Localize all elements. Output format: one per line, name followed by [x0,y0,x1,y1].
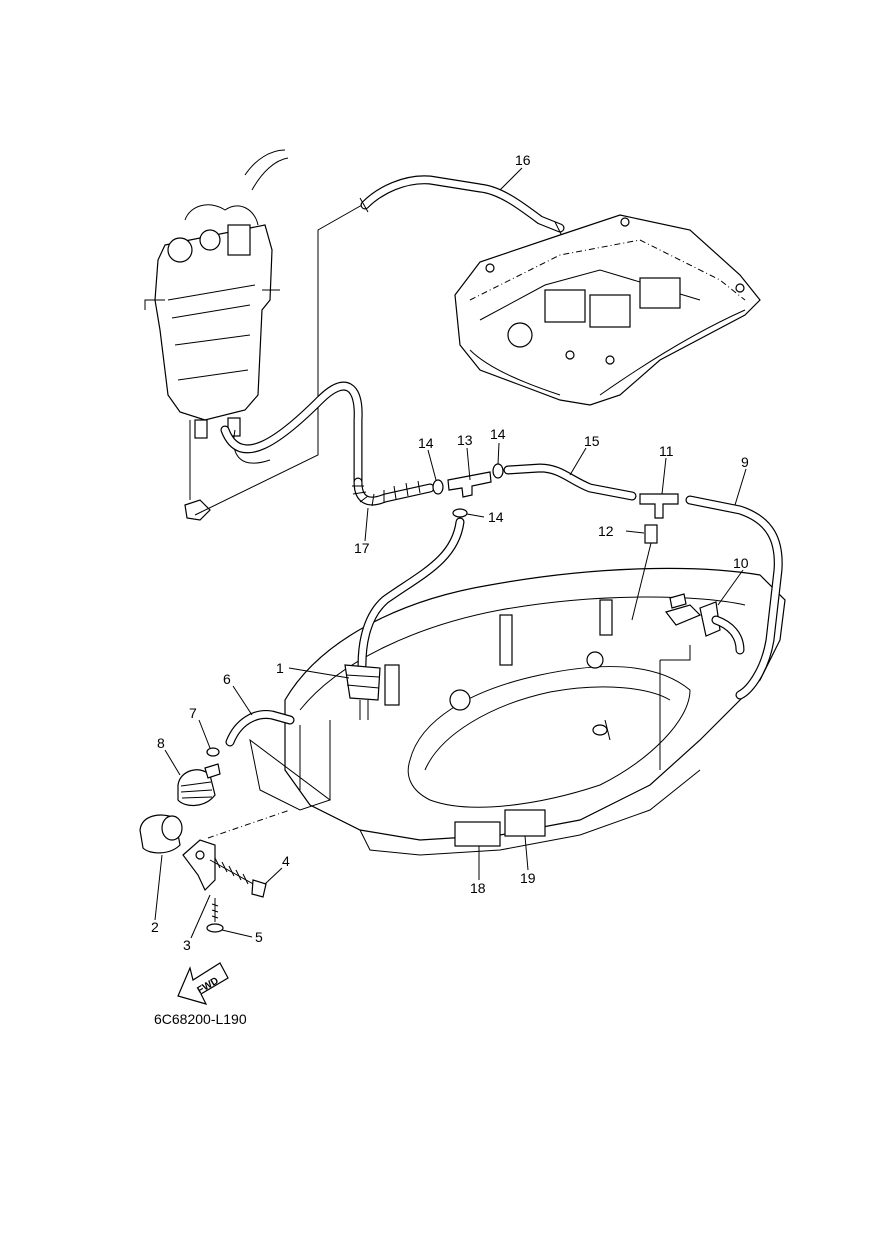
leader-line [207,809,291,839]
callout-15: 15 [584,433,600,449]
hose-9 [685,495,783,700]
callout-1: 1 [276,660,284,676]
clip-7 [206,747,220,757]
callout-12: 12 [598,523,614,539]
hose-6 [225,709,295,747]
hose-17 [352,477,435,507]
clamp-10 [669,593,745,655]
grommet-2 [139,814,183,854]
leader-line [194,204,363,516]
screw-5 [206,898,224,933]
callout-6: 6 [223,671,231,687]
joint-12 [631,524,658,621]
cap-8 [177,763,221,806]
bracket-3 [182,839,216,892]
callout-7: 7 [189,705,197,721]
hose-to-grommet [357,517,465,670]
callout-19: 19 [520,870,536,886]
clip-14-right [492,463,504,479]
callout-10: 10 [733,555,749,571]
callout-14-left: 14 [418,435,434,451]
callout-3: 3 [183,937,191,953]
callout-14-right: 14 [490,426,506,442]
bolt-4 [209,857,267,898]
vapor-separator-assembly [144,149,289,521]
callout-14-lower: 14 [488,509,504,525]
callout-17: 17 [354,540,370,556]
clip-14-left [432,479,444,495]
clip-14-lower [452,508,468,518]
callout-13: 13 [457,432,473,448]
callout-2: 2 [151,919,159,935]
callout-4: 4 [282,853,290,869]
callout-9: 9 [741,454,749,470]
callout-8: 8 [157,735,165,751]
callout-11: 11 [659,443,674,459]
exhaust-guide [454,214,761,406]
bottom-cowling [249,567,786,856]
leader-lines [154,167,747,939]
tee-joint-11 [639,493,679,519]
diagram-code: 6C68200-L190 [154,1011,247,1027]
callout-16: 16 [515,152,531,168]
hose-16 [359,175,565,237]
tee-13 [447,471,492,498]
grommet-1 [344,664,381,720]
hose-15 [503,463,637,501]
fwd-arrow-icon: FWD [177,962,229,1005]
callout-5: 5 [255,929,263,945]
callout-18: 18 [470,880,486,896]
